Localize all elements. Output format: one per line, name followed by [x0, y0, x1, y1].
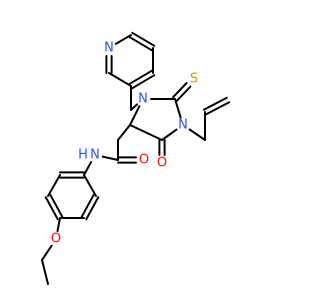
- atom-label-thione-s: S: [190, 72, 198, 87]
- pyridine-bond: [128, 69, 153, 85]
- pyridine-bond: [114, 34, 132, 45]
- ether-bond: [56, 217, 61, 233]
- pyridine-bond: [128, 36, 153, 52]
- atom-label-ether-o: O: [51, 232, 61, 247]
- allyl-bond: [202, 96, 228, 111]
- atom-label-amide-o: O: [139, 153, 149, 168]
- molecule-diagram: N N N S O O N H O: [41, 31, 231, 285]
- atom-label-ring-n3: N: [178, 118, 188, 133]
- amide-bond: [101, 155, 119, 161]
- anilide-bond: [83, 161, 93, 176]
- ethyl-bond: [41, 259, 49, 285]
- pyridine-bond: [131, 31, 156, 47]
- atom-label-pyridine-n: N: [104, 41, 114, 56]
- acetamide-bond: [117, 124, 131, 141]
- bond-layer: [41, 31, 231, 285]
- phenyl-bond: [49, 193, 64, 218]
- structure-drawing: N N N S O O N H O: [41, 31, 231, 285]
- atom-label-ring-carbonyl-o: O: [157, 156, 167, 171]
- thione-bond: [175, 85, 192, 102]
- thione-bond: [172, 82, 188, 99]
- phenyl-bond: [85, 196, 100, 221]
- pyridine-bond: [108, 72, 132, 87]
- allyl-bond: [188, 128, 206, 141]
- ring-bond: [129, 105, 141, 126]
- ring-bond: [161, 128, 178, 141]
- atom-label-layer: N N N S O O N H O: [51, 41, 198, 247]
- phenyl-bond: [83, 174, 97, 197]
- methylene-bond: [130, 103, 139, 111]
- atom-label-ring-n1: N: [138, 92, 148, 107]
- phenyl-bond: [47, 174, 61, 197]
- ring-bond: [129, 124, 163, 141]
- pyridine-bond: [131, 74, 156, 90]
- allyl-bond: [205, 101, 231, 116]
- ethyl-bond: [41, 244, 53, 261]
- ring-bond: [174, 98, 182, 119]
- phenyl-bond: [44, 196, 59, 221]
- atom-label-amide-h: H: [78, 148, 88, 163]
- atom-label-amide-n: N: [90, 148, 100, 163]
- phenyl-bond: [80, 193, 95, 218]
